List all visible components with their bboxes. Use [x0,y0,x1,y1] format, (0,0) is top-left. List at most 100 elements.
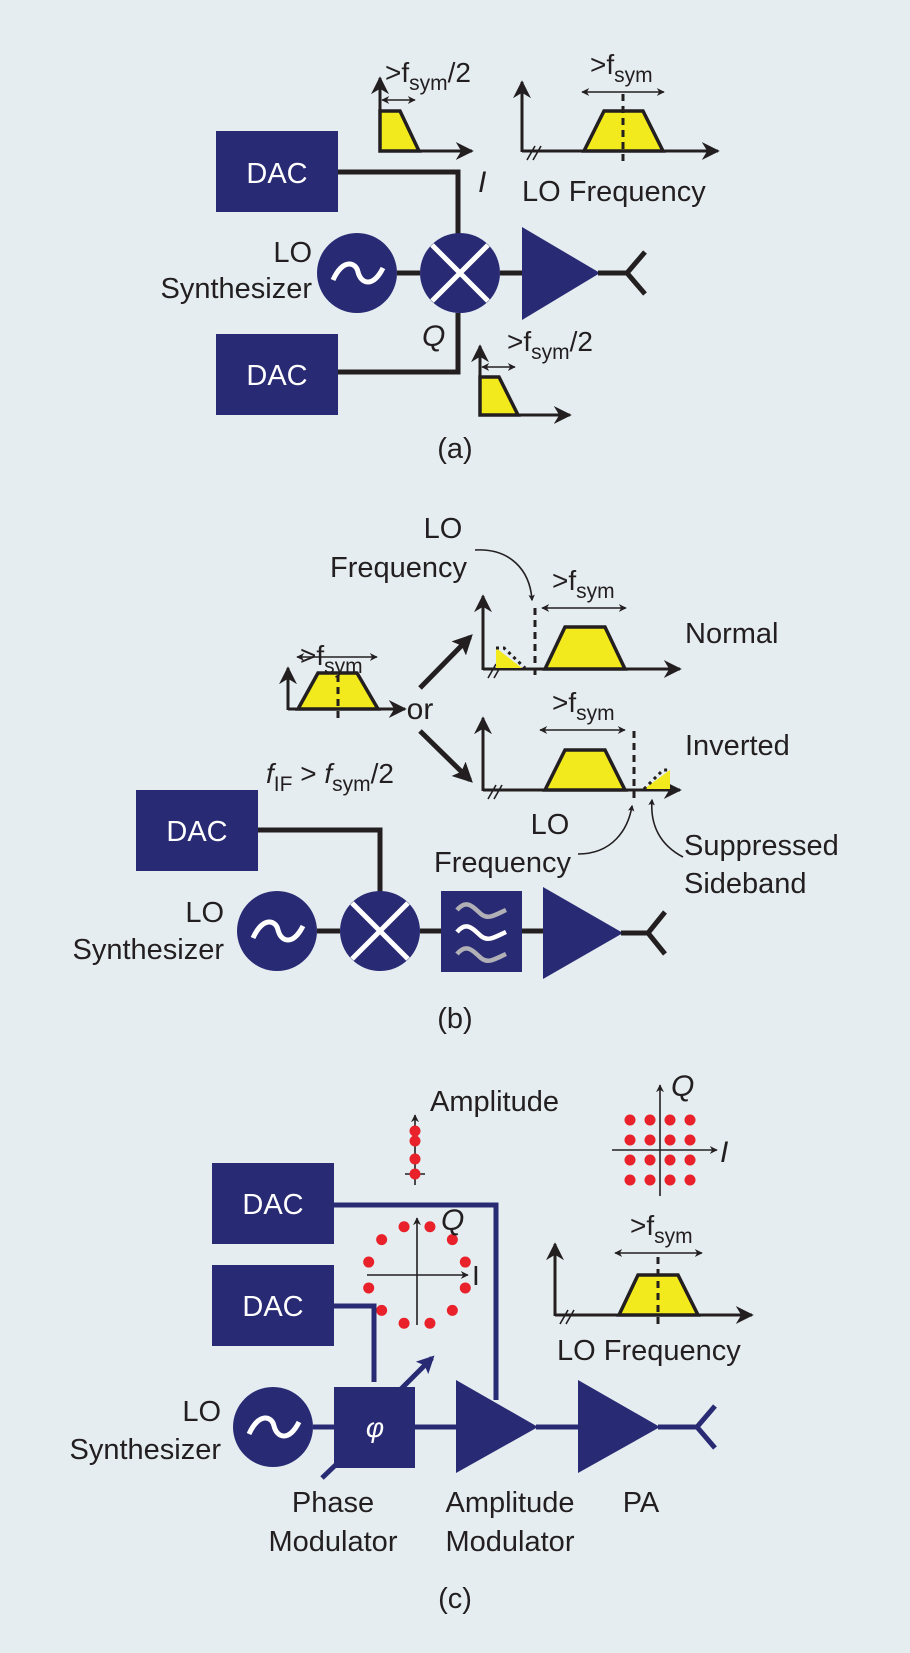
sine-wave-icon [330,261,386,285]
qam-point [664,1174,676,1186]
stopband-wave-icon [455,946,507,963]
bandwidth-label: >fsym [552,687,615,725]
qam-point [644,1174,656,1186]
bandwidth-label: >fsym/2 [507,326,593,364]
psk-point [424,1317,436,1329]
synthesizer-label: Synthesizer [72,934,224,966]
suppressed-label: Suppressed [684,830,839,862]
q-baseband-spectrum: >fsym/2 [471,326,593,424]
psk-q-label: Q [441,1204,464,1237]
normal-spectrum: >fsym [474,565,682,680]
amplitude-point [409,1153,421,1165]
mixer-block[interactable] [340,891,420,971]
lo-label: LO [182,1396,221,1428]
qam-point [664,1134,676,1146]
modulator-label: Modulator [446,1526,575,1558]
bandwidth-label: >fsym [300,640,363,678]
axis-break-icon [526,145,542,161]
inverted-spectrum: >fsym [474,687,682,803]
passband-wave-icon [455,924,507,941]
panel-b: LO Frequency >fsym fIF > fsym/2 or >fsym [72,513,838,1035]
lo-label: LO [424,513,463,545]
qam-point [624,1114,636,1126]
normal-label: Normal [685,618,778,650]
amplitude-modulator-triangle[interactable] [456,1380,538,1473]
arrow-to-normal [418,634,473,690]
qam-point [624,1174,636,1186]
lo-pointer-arrow [577,804,635,855]
qam-point [664,1114,676,1126]
modulator-label: Modulator [269,1526,398,1558]
sine-wave-icon [250,919,306,943]
amplitude-label: Amplitude [430,1086,559,1118]
dac-label: DAC [246,360,307,392]
dac-label: DAC [242,1291,303,1323]
dac-amplitude-block[interactable]: DAC [212,1163,334,1244]
psk-point [363,1256,375,1268]
qam-point [684,1154,696,1166]
qam-point [684,1134,696,1146]
i-baseband-spectrum: >fsym/2 [371,57,474,160]
image-sideband [496,648,522,668]
suppressed-sideband [644,770,670,789]
amplitude-point [409,1125,421,1137]
panel-c: Amplitude Q I Q I >fsym LO Frequency [69,1070,754,1615]
qam16-constellation [612,1084,718,1196]
dac-q-block[interactable]: DAC [216,334,338,415]
synthesizer-label: Synthesizer [69,1434,221,1466]
lo-synthesizer-block[interactable] [317,233,397,313]
psk-point [459,1282,471,1294]
qam-i-label: I [720,1136,728,1169]
variable-arrow-icon [393,1355,435,1397]
qam-point [644,1114,656,1126]
sideband-label: Sideband [684,868,807,900]
bandwidth-label: >fsym/2 [385,57,471,95]
caption-c: (c) [438,1583,472,1615]
power-amplifier-triangle[interactable] [578,1380,660,1473]
phase-modulator-block[interactable]: φ [334,1387,415,1468]
psk-point [424,1221,436,1233]
qam-q-label: Q [671,1070,694,1103]
amplifier-triangle[interactable] [522,227,600,320]
panel-a: >fsym/2 >fsym LO Frequency DAC I LO Synt… [160,49,720,465]
amplitude-point [409,1168,421,1180]
lo-frequency-label: LO Frequency [557,1335,741,1367]
spectrum-shape [378,109,422,153]
synthesizer-label: Synthesizer [160,273,312,305]
dac-phase-block[interactable]: DAC [212,1265,334,1346]
phase-control-wire [334,1303,377,1382]
lo-synthesizer-block[interactable] [237,891,317,971]
rf-spectrum: >fsym LO Frequency [513,49,720,208]
lo-synthesizer-block[interactable] [233,1387,313,1467]
qam-point [644,1134,656,1146]
i-path-wire [338,169,461,262]
psk-point [459,1256,471,1268]
spectrum-shape [478,375,521,417]
dac-i-block[interactable]: DAC [216,131,338,212]
lo-label: LO [531,809,570,841]
stopband-wave-icon [455,902,507,919]
amplifier-triangle[interactable] [543,887,623,979]
or-label: or [407,693,434,726]
image-sideband-outline [496,646,527,670]
qam-point [644,1154,656,1166]
bandwidth-label: >fsym [552,565,615,603]
dac-block[interactable]: DAC [136,790,258,871]
iq-mixer-block[interactable] [420,233,500,313]
dac-label: DAC [246,158,307,190]
rf-spectrum: >fsym LO Frequency [546,1210,754,1367]
psk-point [446,1234,458,1246]
if-spectrum: >fsym fIF > fsym/2 [266,640,407,796]
qam-point [664,1154,676,1166]
qam-point [684,1114,696,1126]
phase-label: Phase [292,1487,374,1519]
bandpass-filter-block[interactable] [441,891,522,972]
amplitude-mod-label: Amplitude [446,1487,575,1519]
psk-point [376,1234,388,1246]
psk-i-label: I [472,1260,480,1291]
q-channel-label: Q [422,320,445,353]
i-channel-label: I [478,166,486,199]
antenna-icon [623,250,647,296]
frequency-label: Frequency [330,552,468,584]
